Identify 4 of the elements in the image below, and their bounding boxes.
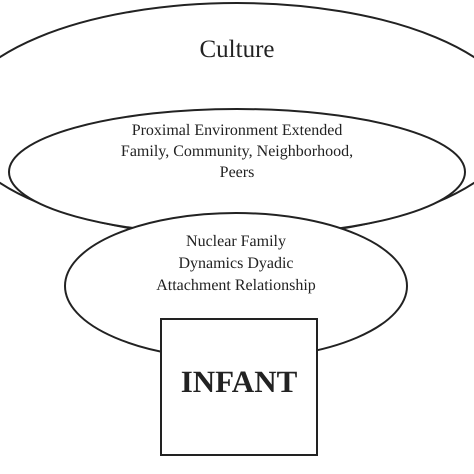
environment-text: Proximal Environment Extended Family, Community, Neighborhood, Peers: [120, 121, 354, 183]
family-text: Nuclear Family Dynamics Dyadic Attachment Relationship: [155, 232, 317, 296]
infant-text: INFANT: [180, 364, 298, 400]
culture-text: Culture: [198, 35, 276, 65]
